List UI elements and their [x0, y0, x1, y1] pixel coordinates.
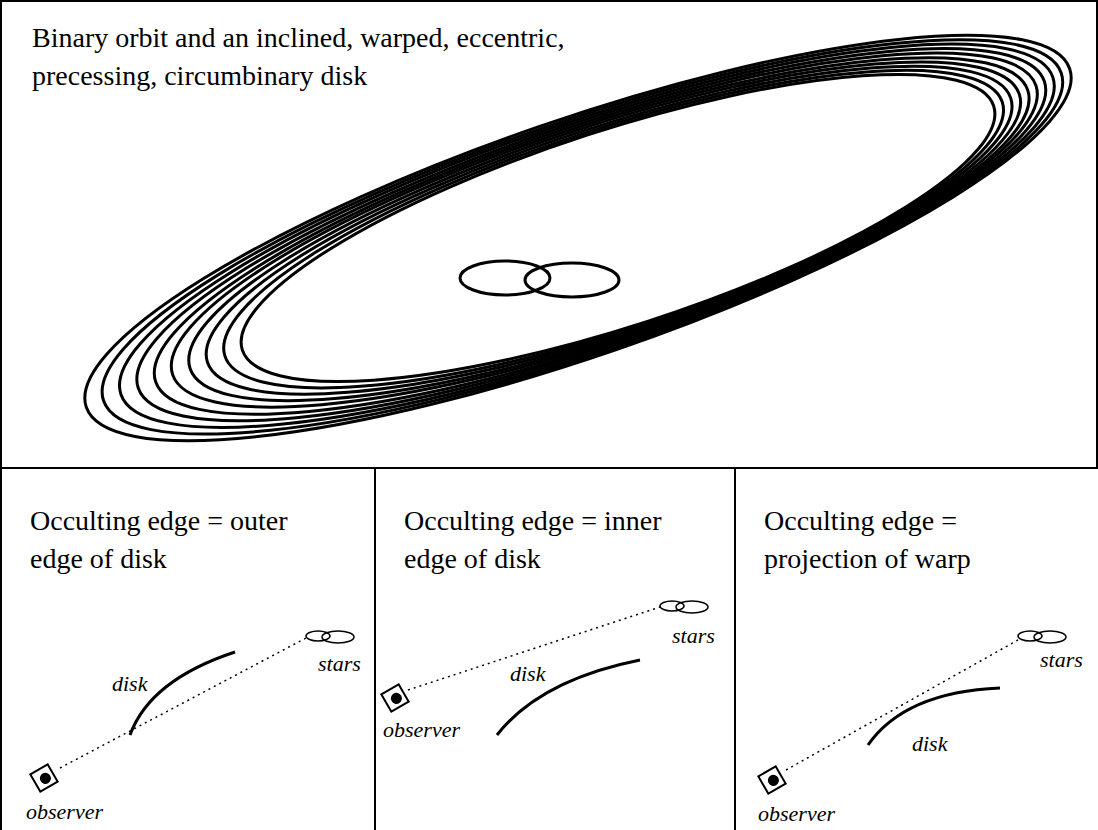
star-ellipse: [322, 631, 354, 643]
binary-orbit: [460, 261, 619, 297]
figure-label: disk: [112, 672, 147, 696]
eye-pupil: [38, 771, 53, 786]
star-ellipse: [1034, 631, 1066, 643]
disk-arc: [497, 660, 640, 735]
figure-label: observer: [26, 800, 103, 824]
figure-label: observer: [758, 802, 835, 826]
figure-label: observer: [383, 718, 460, 742]
eye-pupil: [766, 773, 781, 788]
panel-heading: Binary orbit and an inclined, warped, ec…: [32, 19, 567, 95]
stars-symbol: [306, 631, 354, 643]
eye-outline: [30, 764, 57, 791]
star-ellipse: [676, 601, 708, 613]
stars-symbol: [660, 601, 708, 613]
eye-outline: [381, 684, 408, 711]
sight-line: [60, 638, 306, 768]
panel-heading: Occulting edge = inner edge of disk: [404, 502, 704, 578]
figure-label: stars: [1040, 648, 1083, 672]
stars-symbol: [1018, 631, 1066, 643]
figure-label: stars: [318, 652, 361, 676]
observer-eye: [381, 684, 408, 711]
sight-line: [408, 607, 660, 690]
figure-panel: Occulting edge = outer edge of disk: [0, 467, 376, 830]
figure-panel: Occulting edge = inner edge of disk: [374, 467, 736, 830]
figure-label: disk: [510, 662, 545, 686]
eye-outline: [758, 766, 785, 793]
panel-heading: Occulting edge = projection of warp: [764, 502, 1064, 578]
sight-line: [786, 640, 1018, 770]
eye-pupil: [389, 691, 404, 706]
figure-panel: Binary orbit and an inclined, warped, ec…: [0, 0, 1098, 469]
observer-eye: [30, 764, 57, 791]
figure-label: disk: [912, 732, 947, 756]
observer-eye: [758, 766, 785, 793]
panel-heading: Occulting edge = outer edge of disk: [30, 502, 330, 578]
orbit-ellipse: [525, 263, 619, 297]
figure-label: stars: [672, 624, 715, 648]
